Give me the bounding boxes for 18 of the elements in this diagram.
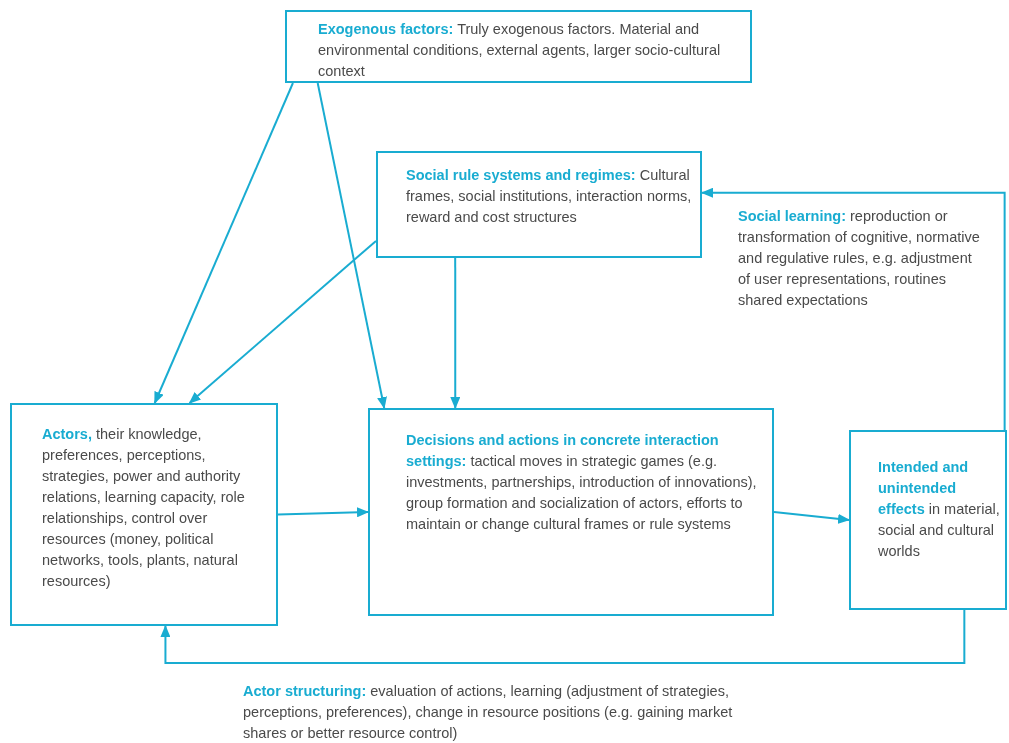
box-text: Intended and unintended effects in material, social and cultural worlds [878,458,1001,561]
box-text: Decisions and actions in concrete interaction settings: tactical moves in strategic games (e.g. investments, partnerships, introduction of innovations), group formation and socialization of actors, efforts to maintain or change cultural frames or rule systems [406,431,758,534]
text-box [376,151,702,258]
text-box [849,430,1007,610]
arrow [160,609,966,664]
arrow [316,82,387,409]
text-box [368,408,774,616]
box-text: Exogenous factors: Truly exogenous factors. Material and environmental conditions, external agents, larger socio-cultural context [318,20,722,81]
arrow [773,511,850,524]
arrow [153,82,294,404]
text-box [10,403,278,626]
arrow [450,257,461,409]
arrow [188,239,377,404]
box-text: Social rule systems and regimes: Cultural frames, social institutions, interaction norms, reward and cost structures [406,166,692,227]
arrow [701,187,1006,431]
text-box [285,10,752,83]
arrow [277,507,369,518]
box-text: Actors, their knowledge, preferences, perceptions, strategies, power and authority relations, learning capacity, role relationships, control over resources (money, political networks, tools, plants, natural resources) [42,425,246,591]
